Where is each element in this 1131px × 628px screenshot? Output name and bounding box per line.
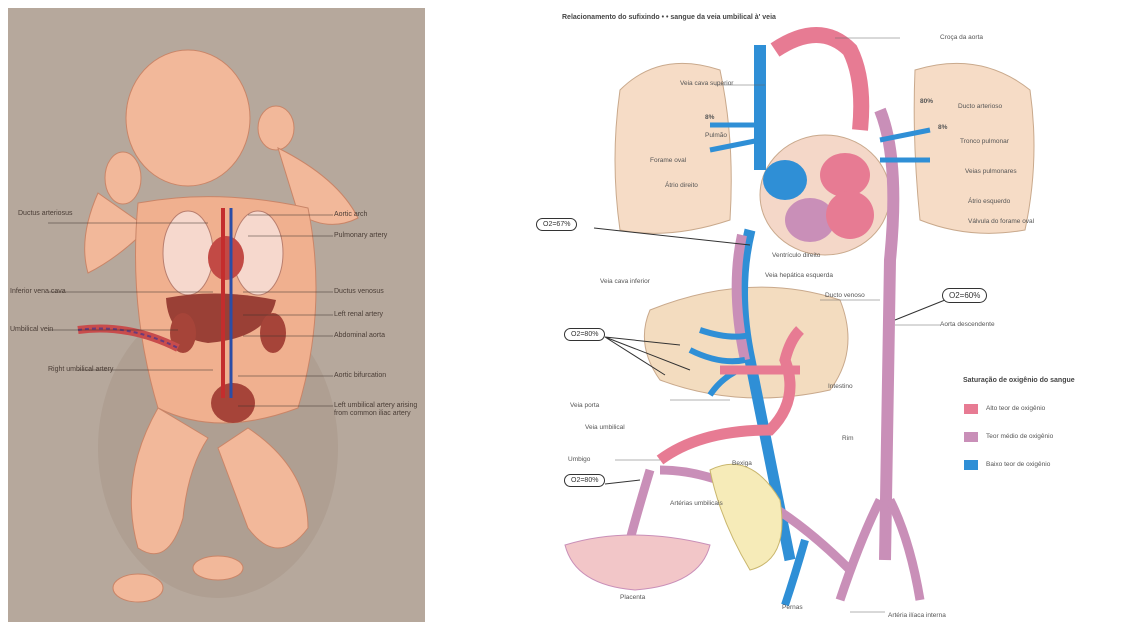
label-ducto-venoso: Ducto venoso: [825, 292, 865, 300]
legend-swatch-high: [964, 404, 978, 414]
label-pct-8a: 8%: [705, 114, 714, 122]
label-bexiga: Bexiga: [732, 460, 752, 468]
oxygen-bubble-80: O2=80%: [564, 328, 605, 341]
label-aortic-bifurcation: Aortic bifurcation: [334, 372, 386, 380]
label-pct-80: 80%: [920, 98, 933, 106]
label-croca-aorta: Croça da aorta: [940, 34, 983, 42]
label-veias-pulmonares: Veias pulmonares: [965, 168, 1017, 176]
label-veia-porta: Veia porta: [570, 402, 599, 410]
label-pulmonary-artery: Pulmonary artery: [334, 232, 387, 240]
label-ducto-arterioso: Ducto arterioso: [958, 103, 1002, 111]
label-left-renal-artery: Left renal artery: [334, 311, 383, 319]
label-inferior-vena-cava: Inferior vena cava: [10, 288, 66, 296]
oxygen-bubble-80b: O2=80%: [564, 474, 605, 487]
label-arteria-iliaca: Artéria ilíaca interna: [888, 612, 946, 620]
fetal-circulation-diagram: Relacionamento do sufixindo • • sangue d…: [520, 0, 1131, 628]
label-arterias-umbilicais: Artérias umbilicais: [670, 500, 723, 508]
circulation-drawing: [520, 0, 1131, 628]
label-pct-8b: 8%: [938, 124, 947, 132]
oxygen-bubble-67: O2=67%: [536, 218, 577, 231]
label-tronco-pulmonar: Tronco pulmonar: [960, 138, 1009, 146]
label-atrio-direito: Átrio direito: [665, 182, 698, 190]
label-veia-cava-superior: Veia cava superior: [680, 80, 733, 88]
diagram-title: Relacionamento do sufixindo • • sangue d…: [562, 14, 776, 21]
label-veia-hepatica: Veia hepática esquerda: [765, 272, 833, 280]
label-placenta: Placenta: [620, 594, 645, 602]
infant-circulation-illustration: Ductus arteriosus Aortic arch Pulmonary …: [8, 8, 425, 622]
legend-swatch-medium: [964, 432, 978, 442]
label-valvula-forame-oval: Válvula do forame oval: [968, 218, 1034, 226]
label-ventriculo-direito: Ventrículo direito: [772, 252, 820, 260]
label-veia-umbilical: Veia umbilical: [585, 424, 625, 432]
oxygen-bubble-60: O2=60%: [942, 288, 987, 303]
label-aorta-descendente: Aorta descendente: [940, 321, 995, 329]
label-intestino: Intestino: [828, 383, 853, 391]
label-pulmao: Pulmão: [705, 132, 727, 140]
label-forame-oval: Forame oval: [650, 157, 686, 165]
label-ductus-arteriosus: Ductus arteriosus: [18, 210, 72, 218]
label-atrio-esquerdo: Átrio esquerdo: [968, 198, 1010, 206]
legend-item-low: Baixo teor de oxigênio: [986, 461, 1050, 468]
label-pernas: Pernas: [782, 604, 803, 612]
legend-title: Saturação de oxigênio do sangue: [963, 377, 1075, 384]
label-right-umbilical-artery: Right umbilical artery: [48, 366, 113, 374]
label-umbigo: Umbigo: [568, 456, 590, 464]
label-abdominal-aorta: Abdominal aorta: [334, 332, 385, 340]
label-aortic-arch: Aortic arch: [334, 211, 367, 219]
label-left-umbilical-artery: Left umbilical artery arising from commo…: [334, 402, 419, 418]
legend-swatch-low: [964, 460, 978, 470]
label-umbilical-vein: Umbilical vein: [10, 326, 53, 334]
label-rim: Rim: [842, 435, 854, 443]
label-veia-cava-inferior: Veia cava inferior: [600, 278, 650, 286]
legend-item-high: Alto teor de oxigênio: [986, 405, 1045, 412]
label-ductus-venosus: Ductus venosus: [334, 288, 384, 296]
legend-item-medium: Teor médio de oxigênio: [986, 433, 1053, 440]
